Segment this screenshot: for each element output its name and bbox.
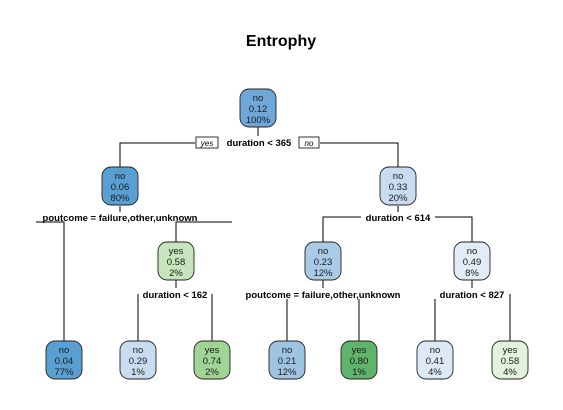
node-probability: 0.41	[426, 356, 445, 367]
node-class-label: no	[393, 171, 404, 182]
node-percent: 77%	[54, 367, 74, 378]
node-class-label: no	[133, 345, 144, 356]
node-percent: 1%	[352, 367, 366, 378]
edge-root-left	[119, 142, 195, 168]
node-class-label: no	[59, 345, 70, 356]
node-probability: 0.23	[314, 257, 333, 268]
node-percent: 12%	[277, 367, 297, 378]
node-box	[268, 340, 306, 380]
yes-tag-box	[195, 136, 219, 149]
split-label-n2: poutcome = failure,other,unknown	[43, 213, 198, 224]
node-class-label: yes	[503, 345, 518, 356]
node-class-label: no	[467, 246, 478, 257]
node-class-label: no	[115, 171, 126, 182]
node-box	[101, 166, 139, 206]
node-percent: 1%	[131, 367, 145, 378]
node-percent: 80%	[110, 193, 130, 204]
node-probability: 0.29	[129, 356, 148, 367]
split-labels: yes no duration < 365 poutcome = failure…	[43, 136, 505, 301]
node-class-label: yes	[205, 345, 220, 356]
node-probability: 0.21	[278, 356, 297, 367]
node-percent: 2%	[205, 367, 219, 378]
node-7: no0.498%	[453, 241, 491, 281]
node-box	[119, 340, 157, 380]
node-probability: 0.58	[501, 356, 520, 367]
node-percent: 12%	[313, 268, 333, 279]
node-probability: 0.74	[203, 356, 222, 367]
split-label-root: duration < 365	[227, 138, 292, 149]
node-box	[340, 340, 378, 380]
node-probability: 0.06	[111, 182, 130, 193]
split-label-n5: duration < 162	[143, 290, 208, 301]
node-14: no0.414%	[416, 340, 454, 380]
node-probability: 0.33	[389, 182, 408, 193]
node-percent: 2%	[169, 268, 183, 279]
node-class-label: no	[430, 345, 441, 356]
node-10: no0.291%	[119, 340, 157, 380]
node-class-label: no	[318, 246, 329, 257]
tree-edges	[36, 127, 511, 341]
node-probability: 0.12	[249, 104, 268, 115]
node-percent: 8%	[465, 268, 479, 279]
node-box	[45, 340, 83, 380]
node-box	[379, 166, 417, 206]
node-class-label: no	[282, 345, 293, 356]
yes-tag: yes	[200, 139, 213, 148]
node-probability: 0.49	[463, 257, 482, 268]
node-class-label: yes	[169, 246, 184, 257]
diagram-title: Entrophy	[246, 33, 316, 50]
split-label-n6: poutcome = failure,other,unknown	[246, 290, 401, 301]
split-label-n7: duration < 827	[440, 290, 505, 301]
node-probability: 0.80	[350, 356, 369, 367]
edge-n3-right	[435, 216, 473, 242]
node-box	[491, 340, 529, 380]
node-percent: 100%	[246, 115, 271, 126]
node-probability: 0.04	[55, 356, 74, 367]
node-percent: 20%	[388, 193, 408, 204]
node-box	[304, 241, 342, 281]
edge-n2-left	[36, 221, 65, 341]
node-box	[193, 340, 231, 380]
edge-n2-right	[175, 221, 232, 242]
node-probability: 0.58	[167, 257, 186, 268]
node-box	[239, 88, 277, 128]
split-label-n3: duration < 614	[366, 213, 431, 224]
node-percent: 4%	[428, 367, 442, 378]
node-percent: 4%	[503, 367, 517, 378]
no-tag: no	[305, 139, 314, 148]
node-box	[157, 241, 195, 281]
node-box	[453, 241, 491, 281]
edge-root-right	[320, 142, 399, 168]
no-tag-box	[298, 136, 320, 149]
node-class-label: no	[253, 93, 264, 104]
node-class-label: yes	[352, 345, 367, 356]
edge-n3-left	[322, 216, 361, 242]
node-box	[416, 340, 454, 380]
